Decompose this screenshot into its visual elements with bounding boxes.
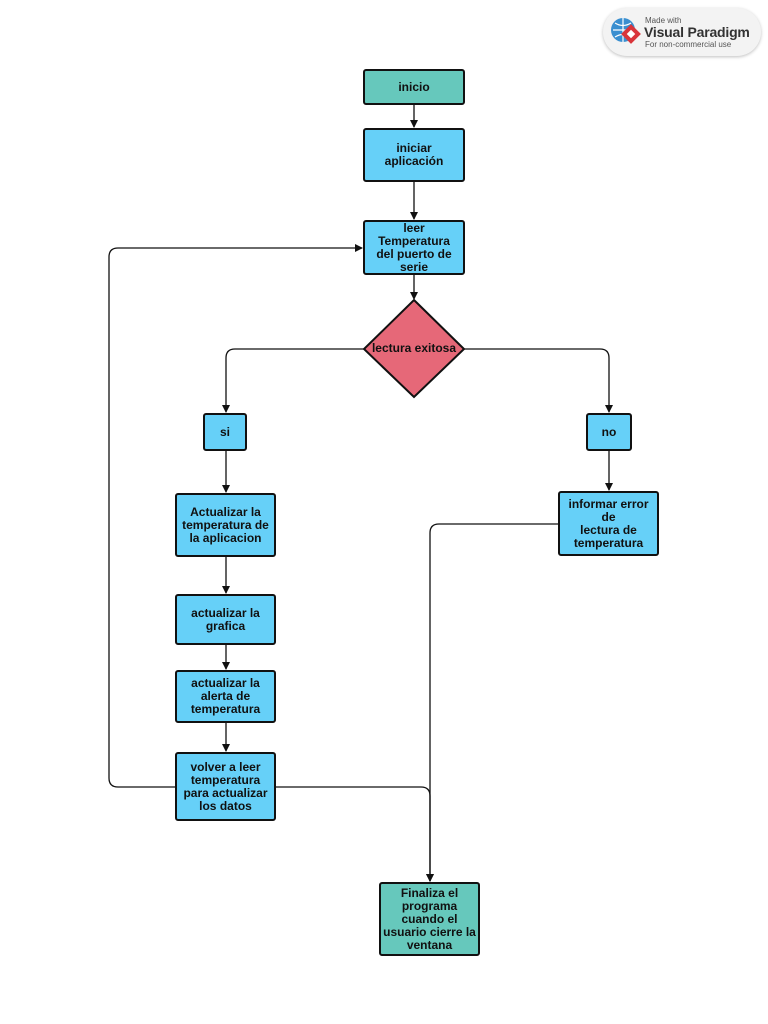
decision-node: lectura exitosa <box>364 300 464 396</box>
reread-label: volver a leer temperatura para actualiza… <box>183 759 268 813</box>
init-app-node: iniciar aplicación <box>363 128 465 182</box>
update-temp-label: Actualizar la temperatura de la aplicaci… <box>182 504 269 545</box>
watermark-badge: Made with Visual Paradigm For non-commer… <box>603 8 761 56</box>
edge-decision-to-yes <box>222 348 364 413</box>
edge-reread-loop-to-read <box>108 244 363 788</box>
edge-decision-to-no <box>464 348 613 413</box>
no-label: no <box>601 424 617 439</box>
update-alert-label: actualizar la alerta de temperatura <box>190 676 261 716</box>
no-node: no <box>586 413 632 451</box>
update-temp-node: Actualizar la temperatura de la aplicaci… <box>175 493 276 557</box>
yes-label: si <box>219 424 230 439</box>
read-error-node: informar error de lectura de temperatura <box>558 491 659 556</box>
reread-node: volver a leer temperatura para actualiza… <box>175 752 276 821</box>
yes-node: si <box>203 413 247 451</box>
decision-diamond <box>362 298 466 399</box>
update-chart-label: actualizar la grafica <box>191 605 260 633</box>
update-chart-node: actualizar la grafica <box>175 594 276 645</box>
start-node-label: inicio <box>398 79 430 94</box>
read-error-label: informar error de lectura de temperatura <box>568 496 649 550</box>
init-app-label: iniciar aplicación <box>384 141 444 168</box>
decision-label: lectura exitosa <box>371 341 457 355</box>
update-alert-node: actualizar la alerta de temperatura <box>175 670 276 723</box>
edge-error-to-end <box>426 523 558 882</box>
read-temp-label: leer Temperatura del puerto de serie <box>376 220 452 274</box>
edge-reread-to-end <box>276 786 434 882</box>
watermark-note: For non-commercial use <box>645 40 732 49</box>
end-label: Finaliza el programa cuando el usuario c… <box>383 885 476 952</box>
start-node: inicio <box>363 69 465 105</box>
read-temp-node: leer Temperatura del puerto de serie <box>363 220 465 275</box>
end-node: Finaliza el programa cuando el usuario c… <box>379 882 480 956</box>
watermark-made-with: Made with <box>645 16 682 25</box>
watermark-brand: Visual Paradigm <box>644 24 750 40</box>
visual-paradigm-logo-icon <box>611 18 641 44</box>
